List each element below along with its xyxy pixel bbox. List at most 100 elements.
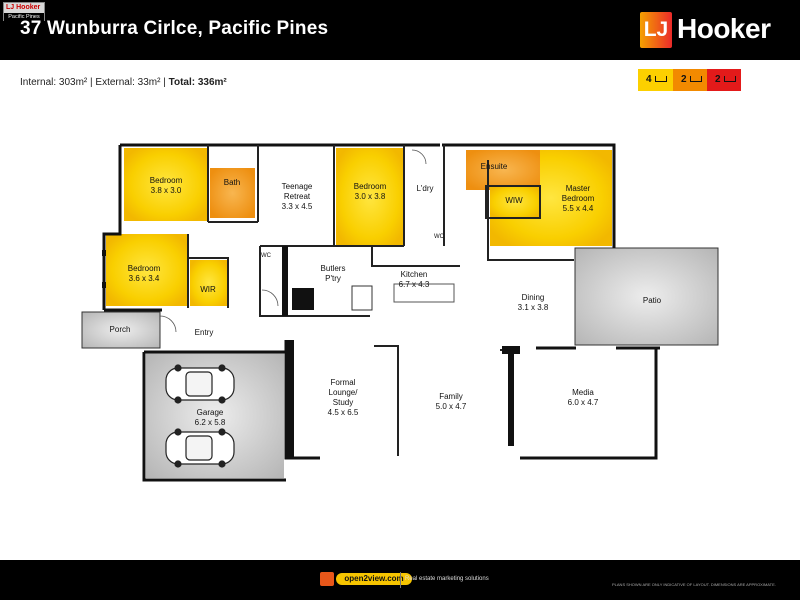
- room-name: Garage: [196, 408, 224, 417]
- room-name: Study: [332, 398, 354, 407]
- room-label-kitchen: Kitchen 6.7 x 4.3: [399, 270, 430, 290]
- car-illustration-1: [165, 364, 235, 404]
- room-size: 3.1 x 3.8: [517, 303, 549, 312]
- room-label-wc-1: WC: [261, 251, 271, 261]
- room-label-bedroom-3: Bedroom 3.6 x 3.4: [128, 264, 160, 284]
- room-label-patio: Patio: [643, 296, 661, 306]
- room-label-media: Media 6.0 x 4.7: [568, 388, 599, 408]
- room-name: Retreat: [283, 192, 311, 201]
- room-name: Teenage: [281, 182, 313, 191]
- room-name: Ensuite: [480, 162, 508, 171]
- open2view-icon: [320, 572, 334, 586]
- room-name: Family: [439, 392, 463, 401]
- room-label-dining: Dining 3.1 x 3.8: [518, 293, 549, 313]
- bedroom-3-fill: [106, 234, 188, 306]
- header-bar: LJ Hooker Pacific Pines 37 Wunburra Cirl…: [0, 0, 800, 60]
- ensuite-fill: [466, 150, 542, 190]
- area-internal-external: Internal: 303m² | External: 33m² |: [20, 77, 166, 88]
- room-name: Entry: [194, 328, 214, 337]
- wiw-fill: [490, 186, 540, 218]
- room-name: WC: [434, 234, 444, 240]
- room-size: 6.2 x 5.8: [194, 418, 226, 427]
- footer-disclaimer: PLANS SHOWN ARE ONLY INDICATIVE OF LAYOU…: [612, 582, 776, 587]
- room-label-wir: WIR: [200, 285, 216, 295]
- brand-mark: LJ: [640, 12, 672, 48]
- open2view-brand: open2view.com: [336, 573, 412, 585]
- mini-agency-logo: LJ Hooker Pacific Pines: [3, 2, 45, 21]
- car-illustration-2: [165, 428, 235, 468]
- room-name: Lounge/: [328, 388, 358, 397]
- room-name: Patio: [642, 296, 662, 305]
- room-label-porch: Porch: [110, 325, 131, 335]
- room-name: Dining: [521, 293, 545, 302]
- feature-badges: 4 2 2: [638, 69, 741, 91]
- room-name: L'dry: [416, 184, 434, 193]
- room-label-master-bedroom: Master Bedroom 5.5 x 4.4: [562, 184, 594, 214]
- room-size: 3.0 x 3.8: [354, 192, 386, 201]
- bath-fill: [210, 168, 255, 218]
- room-name: Bedroom: [561, 194, 595, 203]
- bedroom-2-fill: [336, 148, 404, 246]
- bathroom-count: 2: [673, 69, 707, 91]
- room-name: Formal: [330, 378, 356, 387]
- room-label-butlers-pantry: Butlers P'try: [321, 264, 346, 284]
- room-label-bedroom-2: Bedroom 3.0 x 3.8: [354, 182, 386, 202]
- master-fill: [490, 150, 612, 246]
- bed-icon: [654, 76, 667, 83]
- bathroom-count-value: 2: [681, 74, 687, 85]
- porch-fill: [81, 311, 161, 349]
- room-name: WIR: [200, 285, 216, 294]
- room-label-laundry: L'dry: [416, 184, 433, 194]
- bedroom-count-value: 4: [646, 74, 652, 85]
- room-size: 4.5 x 6.5: [327, 408, 359, 417]
- brand-name: Hooker: [677, 13, 771, 44]
- room-size: 3.3 x 4.5: [281, 202, 313, 211]
- room-label-family: Family 5.0 x 4.7: [436, 392, 467, 412]
- footer-divider: [400, 572, 401, 588]
- mini-logo-text: LJ Hooker: [4, 3, 44, 13]
- room-name: Butlers: [320, 264, 346, 273]
- room-size: 6.7 x 4.3: [398, 280, 430, 289]
- kitchen-bench: [393, 283, 455, 303]
- room-name: WIW: [505, 196, 523, 205]
- area-total: Total: 336m²: [168, 77, 227, 88]
- room-name: Kitchen: [400, 270, 428, 279]
- area-summary: Internal: 303m² | External: 33m² | Total…: [20, 77, 227, 88]
- room-label-entry: Entry: [195, 328, 214, 338]
- car-count-value: 2: [715, 74, 721, 85]
- room-name: Media: [572, 388, 594, 397]
- room-label-teenage-retreat: Teenage Retreat 3.3 x 4.5: [282, 182, 313, 212]
- footer-tagline: Real estate marketing solutions: [405, 576, 489, 582]
- room-size: 5.5 x 4.4: [562, 204, 594, 213]
- room-label-bedroom-1: Bedroom 3.8 x 3.0: [150, 176, 182, 196]
- pantry-fixture: [351, 285, 373, 311]
- wir-fill: [190, 260, 228, 306]
- agency-logo: LJ Hooker: [640, 12, 780, 50]
- bedroom-1-fill: [124, 148, 208, 221]
- car-count: 2: [707, 69, 741, 91]
- bedroom-count: 4: [638, 69, 673, 91]
- room-name: Master: [565, 184, 591, 193]
- room-label-bath: Bath: [224, 178, 240, 188]
- car-icon: [723, 76, 736, 83]
- mini-logo-office: Pacific Pines: [4, 13, 44, 21]
- room-name: Bedroom: [149, 176, 183, 185]
- room-label-wiw: WIW: [505, 196, 522, 206]
- room-label-ensuite: Ensuite: [481, 162, 508, 172]
- room-name: Bath: [223, 178, 241, 187]
- room-size: 5.0 x 4.7: [435, 402, 467, 411]
- room-label-wc-2: WC: [434, 232, 444, 242]
- room-name: P'try: [325, 274, 341, 283]
- room-size: 3.6 x 3.4: [128, 274, 160, 283]
- room-name: Bedroom: [127, 264, 161, 273]
- property-title: 37 Wunburra Cirlce, Pacific Pines: [20, 18, 329, 39]
- room-name: WC: [261, 253, 271, 259]
- room-name: Porch: [109, 325, 131, 334]
- room-name: Bedroom: [353, 182, 387, 191]
- footer-bar: open2view.com Real estate marketing solu…: [0, 560, 800, 600]
- room-size: 6.0 x 4.7: [567, 398, 599, 407]
- room-size: 3.8 x 3.0: [150, 186, 182, 195]
- room-label-formal-lounge: Formal Lounge/ Study 4.5 x 6.5: [328, 378, 359, 418]
- room-label-garage: Garage 6.2 x 5.8: [195, 408, 226, 428]
